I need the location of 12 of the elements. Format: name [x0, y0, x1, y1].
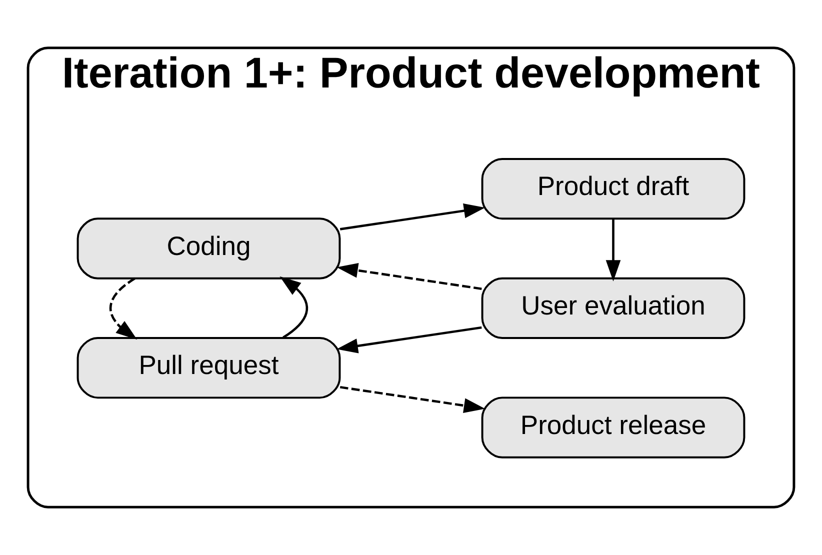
node-box: Coding	[76, 218, 341, 280]
node-box: Product release	[481, 396, 746, 458]
arrow	[606, 218, 621, 282]
arrow	[340, 386, 486, 413]
arrow	[109, 277, 138, 340]
arrow	[280, 276, 308, 339]
arrow	[336, 326, 482, 354]
arrow	[340, 203, 486, 230]
arrow	[336, 263, 482, 290]
node-box: User evaluation	[481, 277, 746, 339]
node-box: Pull request	[76, 337, 341, 399]
node-box: Product draft	[481, 158, 746, 220]
